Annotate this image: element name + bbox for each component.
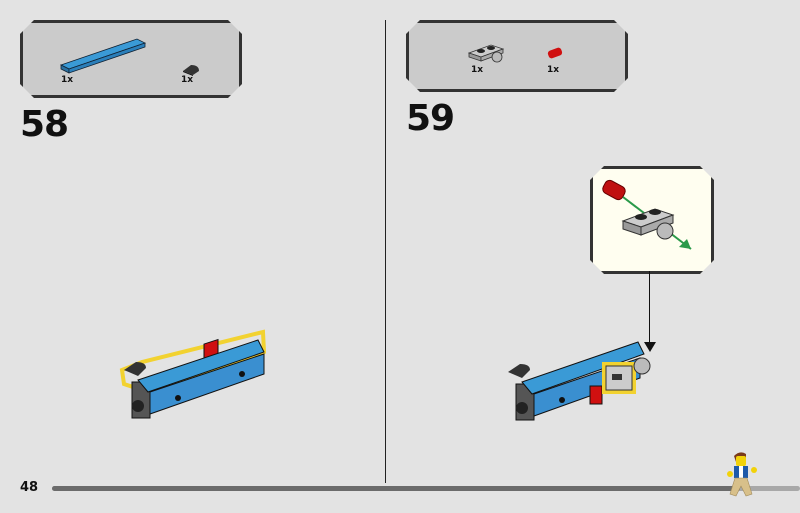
step-number: 58: [20, 104, 69, 145]
step-58-assembly-illustration: [119, 329, 267, 419]
blue-tile-part-icon: [59, 35, 149, 75]
part-qty: 1x: [181, 75, 194, 85]
parts-list-step-59: 1x 1x: [406, 20, 628, 92]
progress-bar-fill: [52, 486, 741, 491]
sub-assembly-callout: [590, 166, 714, 274]
step-number: 59: [406, 98, 455, 139]
grey-plate-pin-hole-part-icon: [467, 41, 507, 65]
callout-pointer-line: [649, 271, 650, 347]
quarter-tile-part-icon: [181, 63, 201, 77]
minifigure-progress-marker-icon: [727, 452, 757, 497]
parts-list-step-58: 1x 1x: [20, 20, 242, 98]
page-number: 48: [20, 480, 39, 495]
part-qty: 1x: [471, 65, 484, 75]
part-qty: 1x: [547, 65, 560, 75]
step-59-assembly-illustration: [508, 341, 651, 421]
red-pin-part-icon: [545, 45, 567, 61]
column-divider: [385, 20, 386, 483]
progress-bar: [52, 486, 800, 491]
part-qty: 1x: [61, 75, 74, 85]
callout-pointer-arrow-icon: [644, 342, 656, 352]
pin-insertion-illustration: [593, 169, 711, 271]
